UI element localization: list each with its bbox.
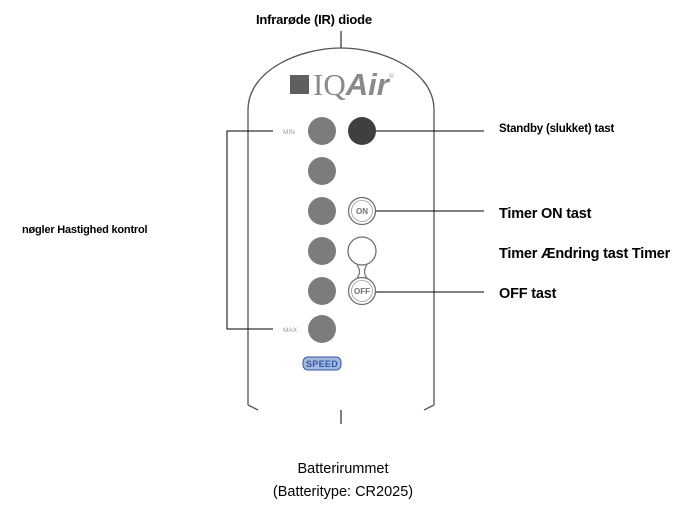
iqair-logo-text: IQAir: [313, 67, 391, 102]
timer-on-label: Timer ON tast: [499, 206, 592, 222]
battery-label: Batterirummet: [297, 461, 389, 477]
speed-button-3[interactable]: [308, 197, 336, 225]
speed-buttons: [308, 117, 336, 343]
max-label: MAX: [283, 327, 298, 334]
speed-button-5[interactable]: [308, 277, 336, 305]
standby-label: Standby (slukket) tast: [499, 123, 615, 135]
speed-badge-text: SPEED: [306, 359, 338, 369]
iqair-logo-square: [290, 75, 309, 94]
remote-bottom-right: [423, 404, 435, 411]
speed-button-2[interactable]: [308, 157, 336, 185]
ir-diode-label: Infrarøde (IR) diode: [256, 12, 372, 27]
timer-off-key-text: OFF: [354, 287, 370, 296]
timer-off-inner-ring: [351, 280, 373, 302]
min-label: MIN: [283, 129, 295, 136]
timer-on-button[interactable]: [347, 196, 377, 226]
speed-button-4[interactable]: [308, 237, 336, 265]
timer-on-key-text: ON: [356, 207, 368, 216]
timer-off-button[interactable]: [347, 276, 377, 306]
timer-link: [356, 264, 368, 279]
speed-badge: [302, 356, 342, 371]
standby-button[interactable]: [348, 117, 376, 145]
registered-mark: ®: [389, 72, 394, 80]
speed-bracket: [226, 130, 273, 330]
off-label: OFF tast: [499, 286, 557, 302]
battery-type-label: (Batteritype: CR2025): [272, 484, 414, 500]
remote-body-outline: [247, 47, 435, 405]
timer-change-label: Timer Ændring tast Timer: [499, 246, 671, 262]
speed-keys-label: nøgler Hastighed kontrol: [22, 224, 148, 236]
speed-button-6[interactable]: [308, 315, 336, 343]
timer-change-button[interactable]: [347, 236, 377, 266]
remote-bottom-left: [247, 404, 259, 411]
speed-button-1[interactable]: [308, 117, 336, 145]
timer-on-inner-ring: [351, 200, 373, 222]
